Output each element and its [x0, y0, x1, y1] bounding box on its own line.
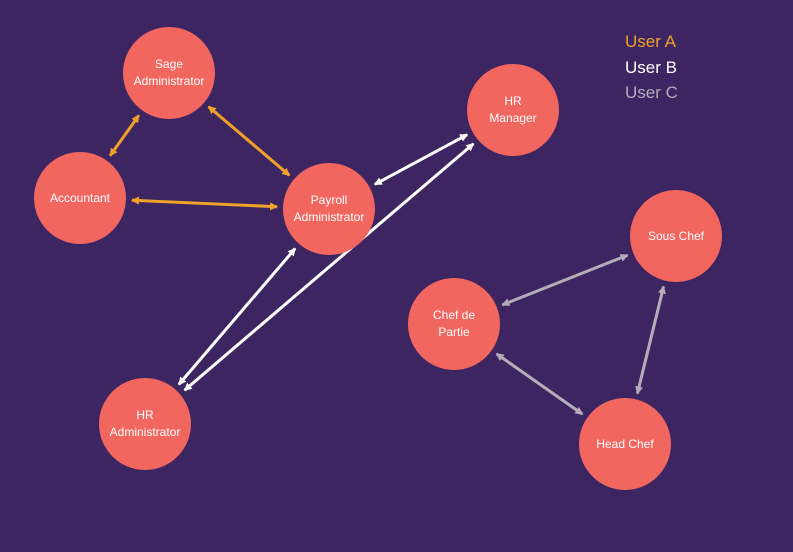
node-circle-head-chef	[579, 398, 671, 490]
legend: User A User B User C	[625, 29, 678, 106]
connection-hr-admin-hr-manager	[183, 142, 475, 392]
connection-payroll-admin-hr-admin	[177, 247, 297, 386]
node-circle-sage-admin	[123, 27, 215, 119]
connection-accountant-payroll-admin	[130, 196, 279, 211]
connection-chef-de-partie-head-chef	[495, 352, 584, 416]
node-circle-hr-manager	[467, 64, 559, 156]
legend-user-a: User A	[625, 32, 677, 51]
connection-sous-chef-head-chef	[635, 285, 666, 395]
connection-sage-admin-payroll-admin	[207, 105, 291, 177]
node-circle-chef-de-partie	[408, 278, 500, 370]
node-circle-accountant	[34, 152, 126, 244]
connection-accountant-sage-admin	[108, 114, 141, 157]
node-circle-sous-chef	[630, 190, 722, 282]
legend-user-c: User C	[625, 83, 678, 102]
node-circle-hr-admin	[99, 378, 191, 470]
connection-chef-de-partie-sous-chef	[501, 253, 629, 307]
node-circle-payroll-admin	[283, 163, 375, 255]
legend-user-b: User B	[625, 57, 677, 77]
